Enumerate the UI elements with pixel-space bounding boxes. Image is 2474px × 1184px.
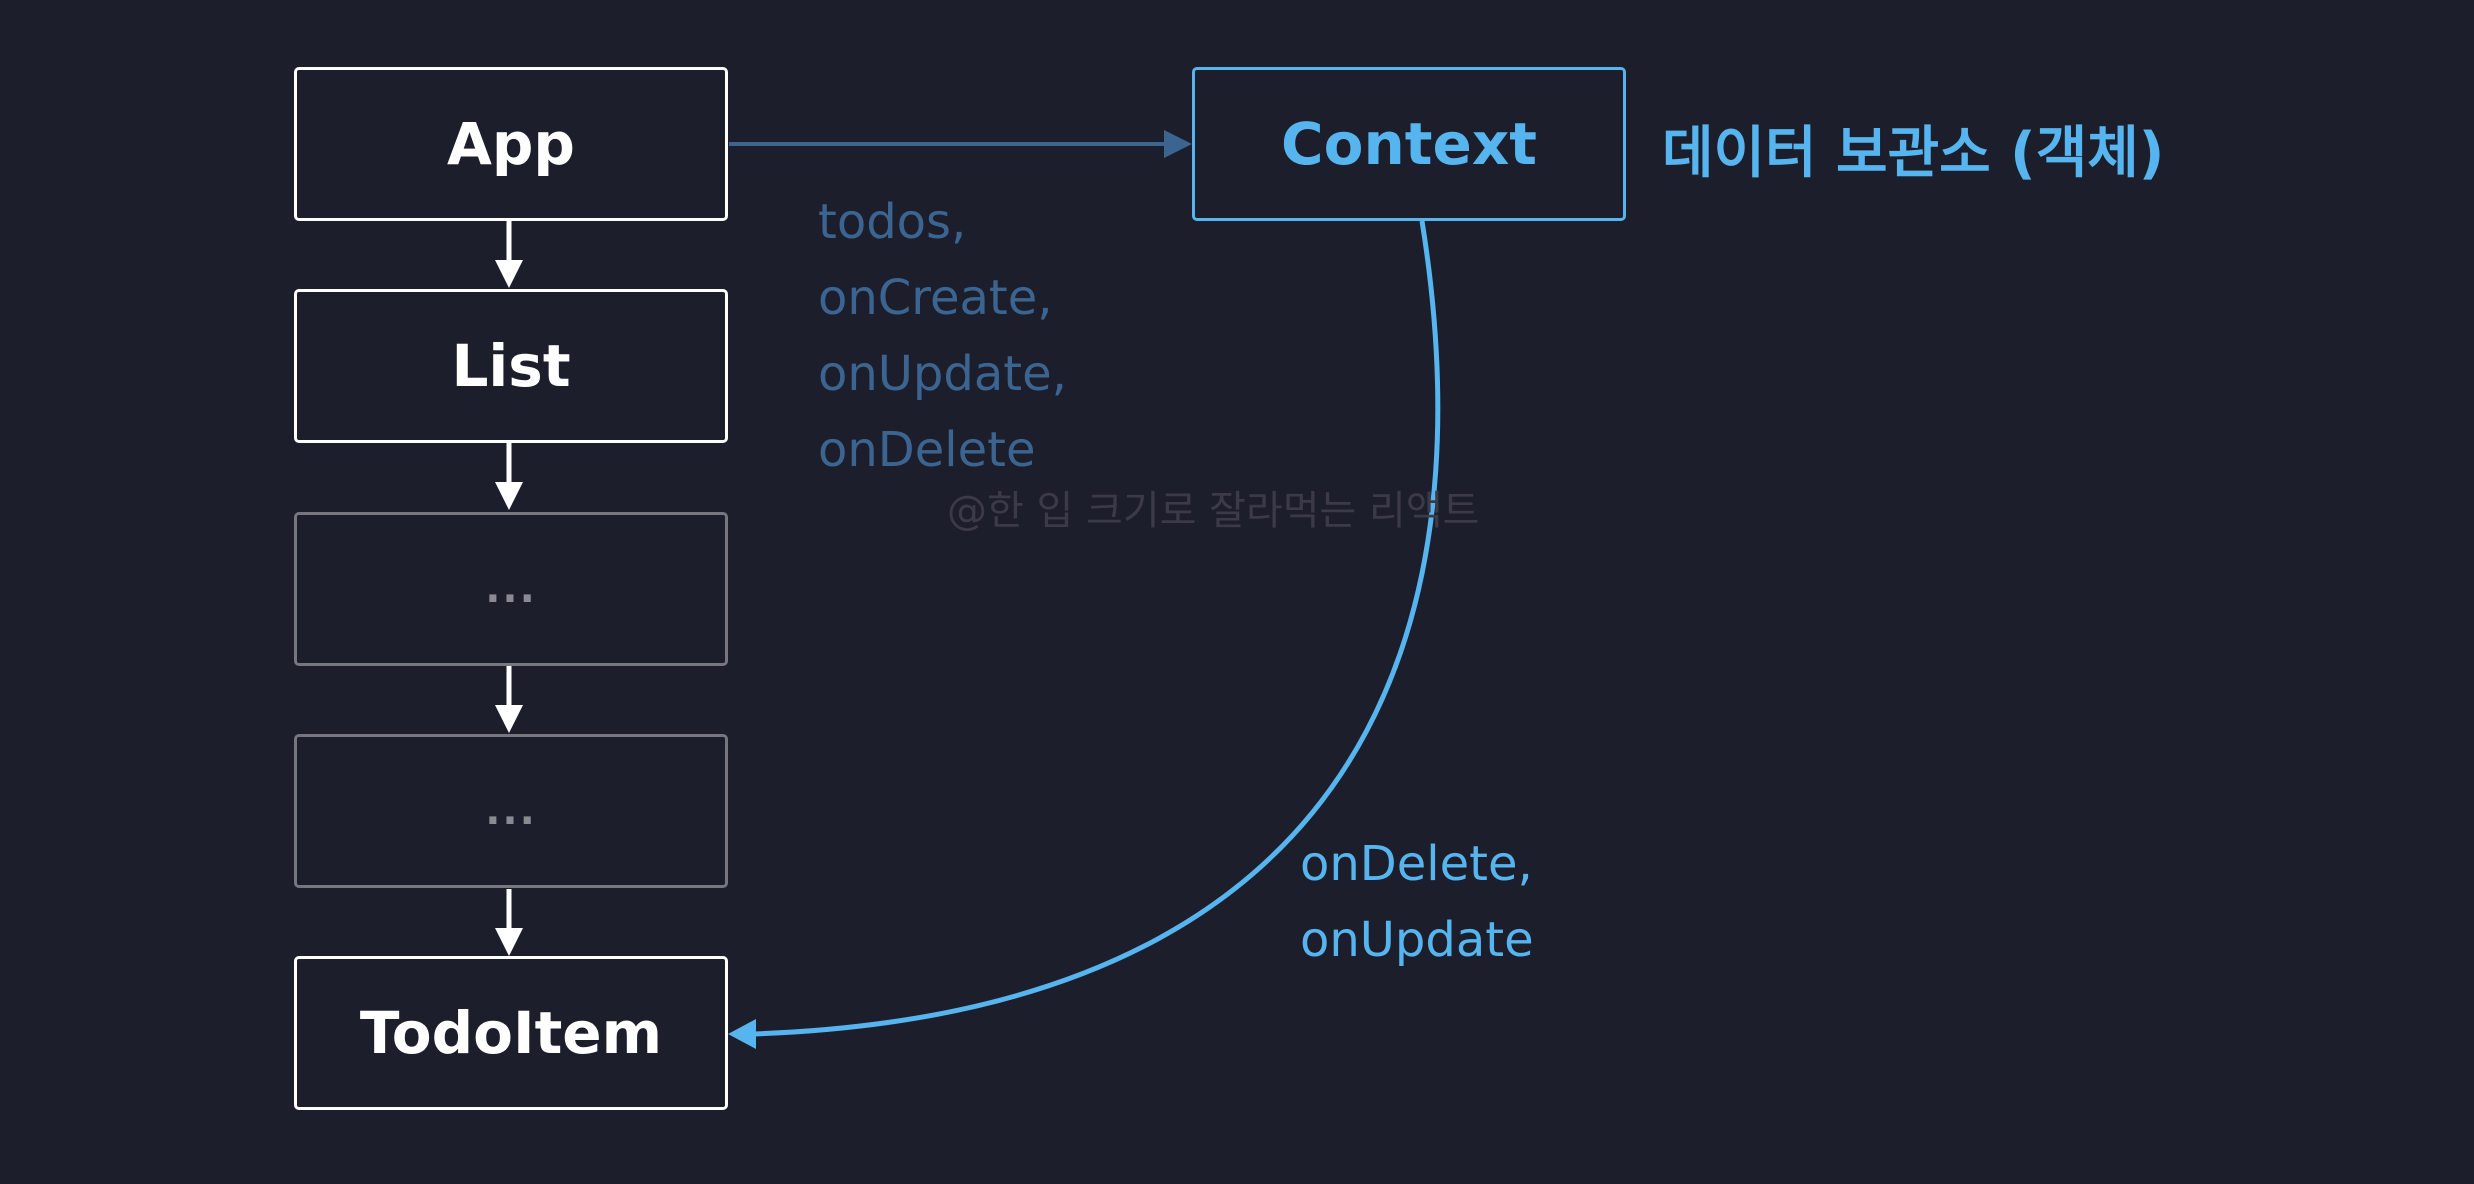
node-context: Context <box>1192 67 1626 221</box>
node-ellipsis-1: ... <box>294 512 728 666</box>
node-todoitem: TodoItem <box>294 956 728 1110</box>
arrow-ellipsis-1-to-ellipsis-2 <box>495 666 523 733</box>
arrow-app-to-list <box>495 221 523 288</box>
arrow-ellipsis-2-to-todoitem <box>495 889 523 956</box>
context-to-todoitem-values: onDelete, onUpdate <box>1300 826 1534 978</box>
value-label: onUpdate, <box>818 346 1067 402</box>
value-label: todos, <box>818 194 967 250</box>
value-label: onDelete <box>818 422 1036 478</box>
arrow-context-to-todoitem <box>728 220 1441 1049</box>
node-ellipsis-2: ... <box>294 734 728 888</box>
node-list: List <box>294 289 728 443</box>
value-label: onCreate, <box>818 270 1053 326</box>
value-label: onUpdate <box>1300 912 1534 968</box>
watermark: @한 입 크기로 잘라먹는 리액트 <box>947 488 1480 534</box>
arrow-app-to-context <box>729 130 1192 158</box>
value-label: onDelete, <box>1300 836 1533 892</box>
arrow-list-to-ellipsis-1 <box>495 443 523 510</box>
app-to-context-values: todos, onCreate, onUpdate, onDelete <box>818 184 1067 488</box>
context-description: 데이터 보관소 (객체) <box>1662 121 2165 186</box>
node-app: App <box>294 67 728 221</box>
